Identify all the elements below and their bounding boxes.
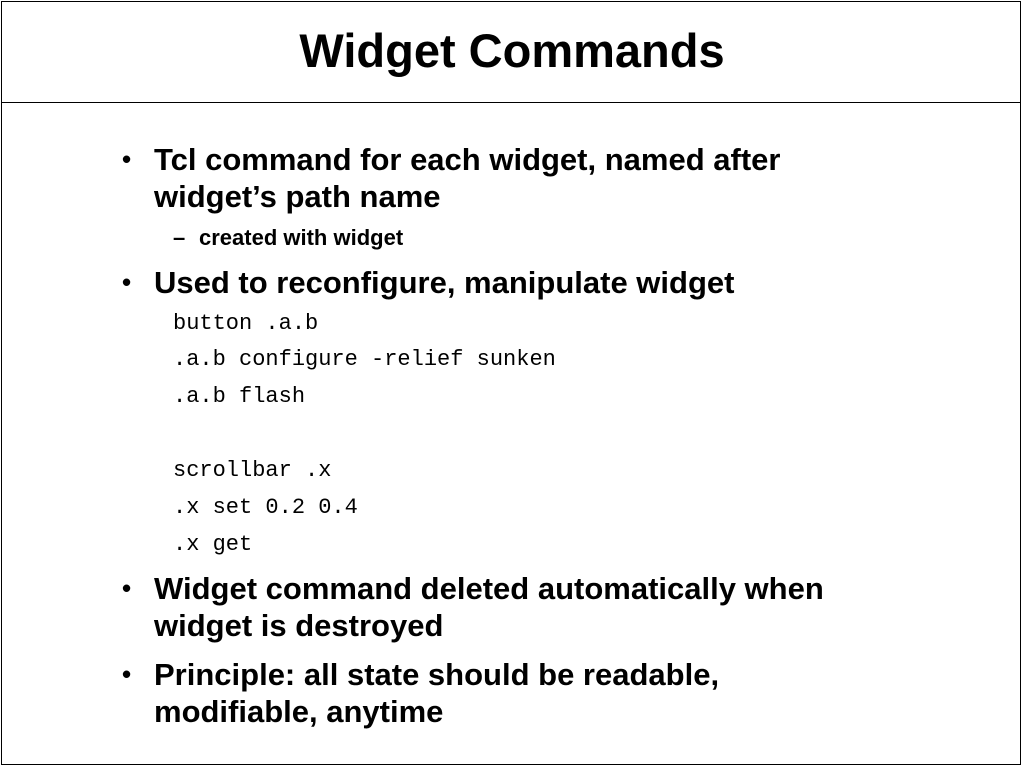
bullet-1-line-2: widget’s path name: [154, 179, 441, 214]
title-bar: [1, 1, 1021, 103]
bullet-marker: •: [122, 573, 132, 603]
sub-bullet-marker: –: [173, 225, 186, 250]
bullet-3-line-2: widget is destroyed: [154, 608, 444, 643]
bullet-marker: •: [122, 144, 132, 174]
bullet-1-line-1: Tcl command for each widget, named after: [154, 142, 781, 177]
bullet-marker: •: [122, 659, 132, 689]
code-line: .a.b flash: [173, 384, 306, 409]
bullet-marker: •: [122, 267, 132, 297]
code-line: .x set 0.2 0.4: [173, 495, 358, 520]
slide-title: Widget Commands: [299, 24, 725, 77]
sub-bullet-text: created with widget: [199, 225, 404, 250]
bullet-3-line-1: Widget command deleted automatically whe…: [154, 571, 824, 606]
code-line: .a.b configure -relief sunken: [173, 347, 556, 372]
code-line: scrollbar .x: [173, 458, 332, 483]
code-line: button .a.b: [173, 311, 319, 336]
bullet-2-line-1: Used to reconfigure, manipulate widget: [154, 265, 735, 300]
code-line: .x get: [173, 532, 253, 557]
bullet-4-line-2: modifiable, anytime: [154, 694, 444, 729]
bullet-4-line-1: Principle: all state should be readable,: [154, 657, 720, 692]
